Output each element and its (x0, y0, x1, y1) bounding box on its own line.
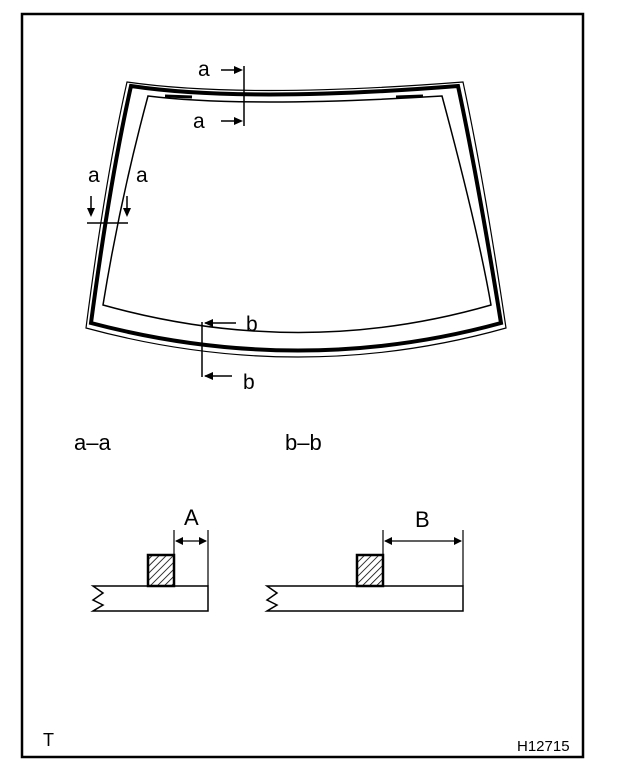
mark-a-top-lower: a (193, 110, 205, 133)
arrowhead-left-a-inner (123, 208, 131, 217)
mark-b-bottom-lower: b (243, 371, 255, 394)
mark-a-left-inner: a (136, 164, 148, 187)
section-title-aa: a–a (74, 430, 111, 455)
windshield-outer-thin-edge (85, 81, 507, 358)
corner-code: T (43, 730, 54, 750)
arrowhead-top-a-lower (234, 117, 243, 125)
arrowhead-left-a-outer (87, 208, 95, 217)
windshield-outer-edge (88, 83, 504, 353)
top-clip-right (395, 94, 424, 99)
top-clip-left (164, 94, 193, 99)
glass-section-aa (90, 585, 209, 612)
figure-frame (20, 12, 585, 759)
dam-section-aa (146, 553, 176, 588)
mark-a-left-outer: a (88, 164, 100, 187)
dimension-label-A: A (184, 505, 199, 530)
glass-section-bb (264, 585, 464, 612)
mark-a-top-upper: a (198, 58, 210, 81)
arrowhead-top-a-upper (234, 66, 243, 74)
arrowhead-bottom-b-lower (204, 372, 213, 380)
dimension-label-B: B (415, 507, 430, 532)
mark-b-bottom-upper: b (246, 313, 258, 336)
dim-arrow-A-right (199, 537, 207, 545)
dim-arrow-B-left (384, 537, 392, 545)
dam-section-bb (355, 553, 385, 588)
windshield-inner-edge (102, 95, 492, 334)
dim-arrow-A-left (175, 537, 183, 545)
figure-id: H12715 (517, 738, 570, 755)
dim-arrow-B-right (454, 537, 462, 545)
arrowhead-bottom-b-upper (204, 319, 213, 327)
section-title-bb: b–b (285, 430, 322, 455)
